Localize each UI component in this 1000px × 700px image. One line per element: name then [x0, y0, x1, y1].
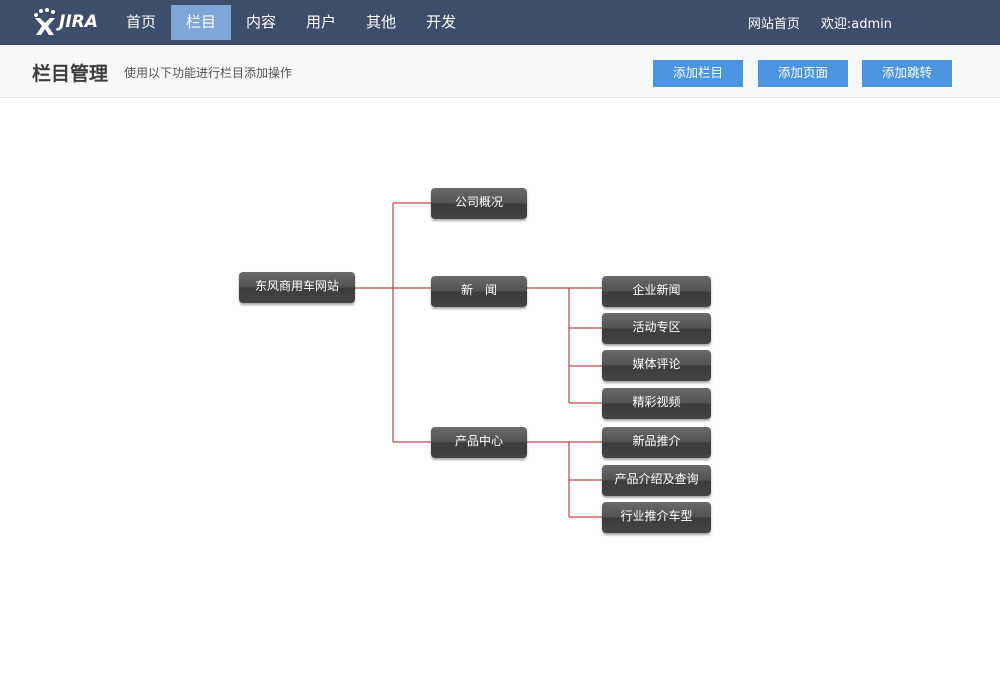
- site-home-link[interactable]: 网站首页: [747, 17, 800, 32]
- page-header: 栏目管理 使用以下功能进行栏目添加操作 添加栏目 添加页面 添加跳转: [0, 45, 1000, 98]
- nav-item-users[interactable]: 用户: [306, 13, 337, 31]
- tree-node-event-zone[interactable]: 活动专区: [602, 313, 711, 344]
- main-nav: 首页 栏目 内容 用户 其他 开发: [111, 5, 471, 40]
- nav-item-home[interactable]: 首页: [126, 13, 157, 31]
- tree-node-industry-models[interactable]: 行业推介车型: [602, 502, 711, 533]
- nav-item-other[interactable]: 其他: [366, 13, 397, 31]
- add-column-button[interactable]: 添加栏目: [653, 60, 743, 87]
- top-right-links: 网站首页 欢迎:admin: [727, 0, 892, 45]
- tree-node-product-center[interactable]: 产品中心: [431, 427, 527, 458]
- tree-node-news[interactable]: 新 闻: [431, 276, 527, 307]
- tree-node-root[interactable]: 东风商用车网站: [239, 272, 355, 303]
- tree-node-product-info[interactable]: 产品介绍及查询: [602, 465, 711, 496]
- nav-item-content[interactable]: 内容: [246, 13, 277, 31]
- logo-text: JIRA: [59, 12, 98, 32]
- top-navigation-bar: JIRA 首页 栏目 内容 用户 其他 开发 网站首页 欢迎:admin: [0, 0, 1000, 45]
- add-redirect-button[interactable]: 添加跳转: [862, 60, 952, 87]
- welcome-user[interactable]: 欢迎:admin: [820, 17, 892, 32]
- tree-node-media-reviews[interactable]: 媒体评论: [602, 350, 711, 381]
- page-title: 栏目管理: [32, 63, 109, 85]
- tree-node-featured-videos[interactable]: 精彩视频: [602, 388, 711, 419]
- jira-star-logo-icon: [34, 8, 55, 35]
- add-page-button[interactable]: 添加页面: [758, 60, 848, 87]
- tree-node-company-overview[interactable]: 公司概况: [431, 188, 527, 219]
- nav-item-columns[interactable]: 栏目: [171, 5, 232, 40]
- logo[interactable]: JIRA: [32, 6, 102, 38]
- tree-node-new-products[interactable]: 新品推介: [602, 427, 711, 458]
- page-description: 使用以下功能进行栏目添加操作: [124, 66, 293, 80]
- nav-item-develop[interactable]: 开发: [426, 13, 457, 31]
- tree-node-company-news[interactable]: 企业新闻: [602, 276, 711, 307]
